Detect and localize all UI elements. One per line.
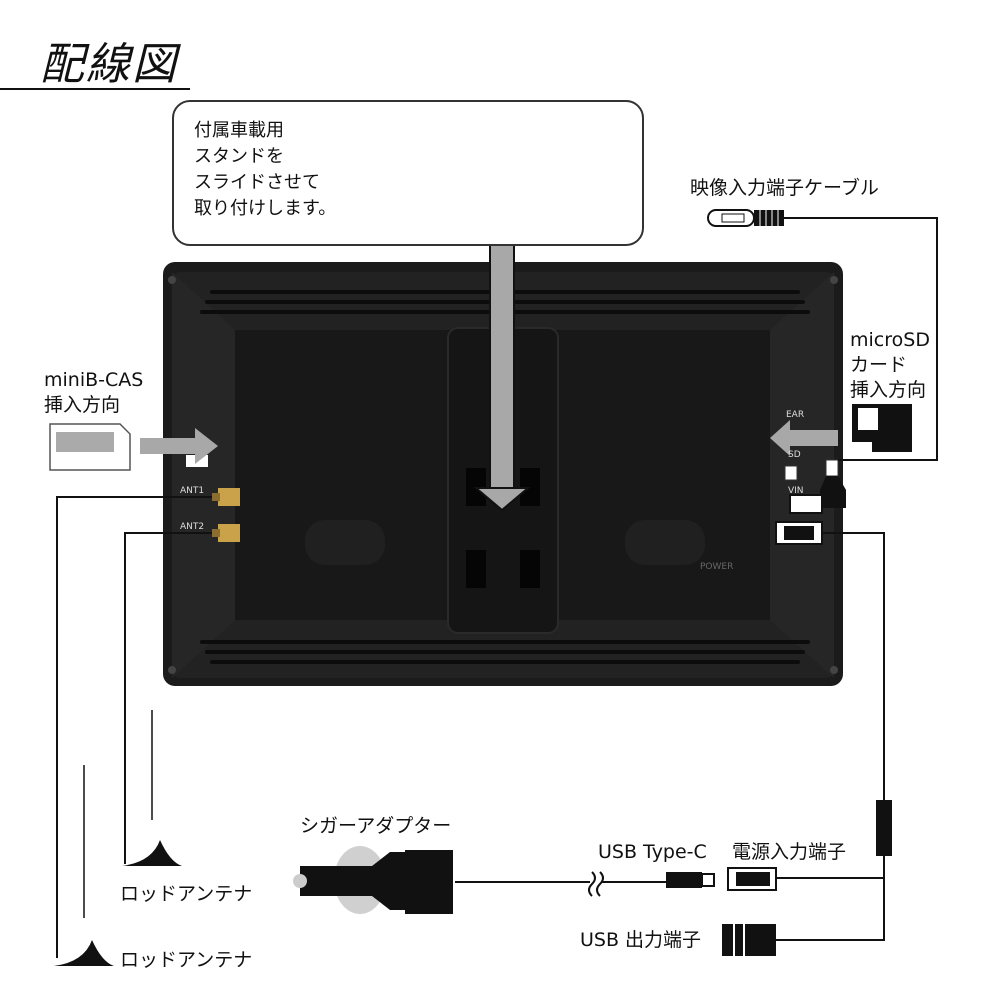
cable-junction bbox=[876, 800, 892, 856]
cigar-adapter-label: シガーアダプター bbox=[300, 815, 452, 837]
title-underline bbox=[0, 88, 190, 90]
power-input-label: 電源入力端子 bbox=[732, 841, 847, 863]
port-label-power: POWER bbox=[700, 562, 734, 572]
usb-typec-label: USB Type-C bbox=[598, 841, 707, 863]
usb-output-label: USB 出力端子 bbox=[580, 929, 702, 951]
port-label-vin: VIN bbox=[788, 486, 804, 496]
port-label-ant1: ANT1 bbox=[180, 486, 205, 496]
port-label-sd: SD bbox=[788, 450, 801, 460]
power-cable bbox=[775, 532, 885, 941]
microsd-card bbox=[852, 404, 912, 452]
stand-slide-arrow-icon bbox=[473, 224, 531, 512]
usb-output-plug bbox=[722, 924, 776, 956]
minibcas-label: miniB-CAS 挿入方向 bbox=[44, 369, 144, 416]
rod-antenna-label-2: ロッドアンテナ bbox=[120, 949, 253, 971]
video-input-cable bbox=[707, 209, 938, 461]
power-input-plug bbox=[727, 867, 777, 891]
port-label-ear: EAR bbox=[786, 410, 805, 420]
rod-antenna-base-1 bbox=[122, 840, 182, 866]
microsd-insert-arrow-icon bbox=[770, 420, 838, 456]
page-title: 配線図 bbox=[40, 39, 178, 90]
cigar-adapter-cable bbox=[455, 871, 666, 897]
ant2-connector bbox=[212, 524, 240, 542]
rod-antenna-base-2 bbox=[54, 940, 114, 966]
usb-typec-plug bbox=[666, 872, 715, 888]
ant1-connector bbox=[212, 488, 240, 506]
antenna-cables bbox=[56, 496, 212, 958]
cigar-adapter bbox=[293, 846, 453, 914]
right-ports bbox=[775, 459, 846, 545]
stand-callout: 付属車載用 スタンドを スライドさせて 取り付けします。 bbox=[172, 100, 644, 246]
minibcas-card bbox=[49, 423, 131, 471]
video-cable-label: 映像入力端子ケーブル bbox=[690, 177, 879, 199]
rod-antenna-label-1: ロッドアンテナ bbox=[120, 883, 253, 905]
antenna-rod-lines bbox=[83, 710, 153, 918]
bcas-insert-arrow-icon bbox=[140, 428, 218, 464]
microsd-label: microSD カード 挿入方向 bbox=[850, 329, 930, 401]
stand-instructions: 付属車載用 スタンドを スライドさせて 取り付けします。 bbox=[194, 120, 337, 219]
port-label-ant2: ANT2 bbox=[180, 522, 205, 532]
